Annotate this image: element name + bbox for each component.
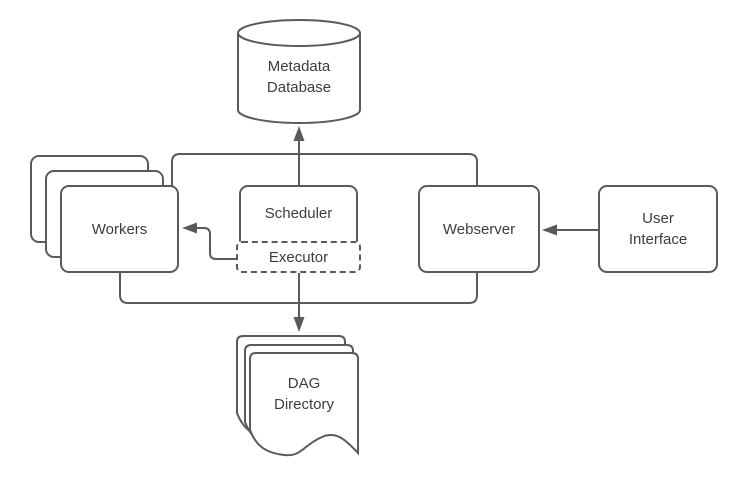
edge-to-dag-directory	[293, 271, 305, 332]
edge-to-metadata-database	[293, 126, 305, 154]
edge-executor-to-workers-shaft	[196, 227, 240, 260]
webserver-label: Webserver	[442, 220, 516, 238]
arrowhead-up-icon	[293, 126, 305, 141]
metadata-database-cylinder-icon	[237, 19, 361, 124]
executor-node: Executor	[236, 241, 361, 273]
cylinder-body	[237, 19, 361, 124]
edge-user-interface-to-webserver	[542, 224, 598, 236]
arrowhead-left-icon	[182, 222, 197, 234]
dag-directory-stack-icon	[236, 335, 359, 457]
scheduler-label: Scheduler	[264, 205, 333, 222]
arrowhead-down-icon	[293, 317, 305, 332]
workers-label: Workers	[91, 220, 148, 238]
workers-node: Workers	[60, 185, 179, 273]
cylinder-top-rim	[237, 32, 361, 47]
webserver-node: Webserver	[418, 185, 540, 273]
arrowhead-left-icon	[542, 224, 557, 236]
document-front	[249, 352, 359, 457]
executor-label: Executor	[268, 248, 329, 266]
user-interface-label: User Interface	[628, 210, 688, 248]
user-interface-node: User Interface	[598, 185, 718, 273]
edge-executor-to-workers	[182, 222, 240, 260]
top-bus-connector	[171, 153, 478, 190]
